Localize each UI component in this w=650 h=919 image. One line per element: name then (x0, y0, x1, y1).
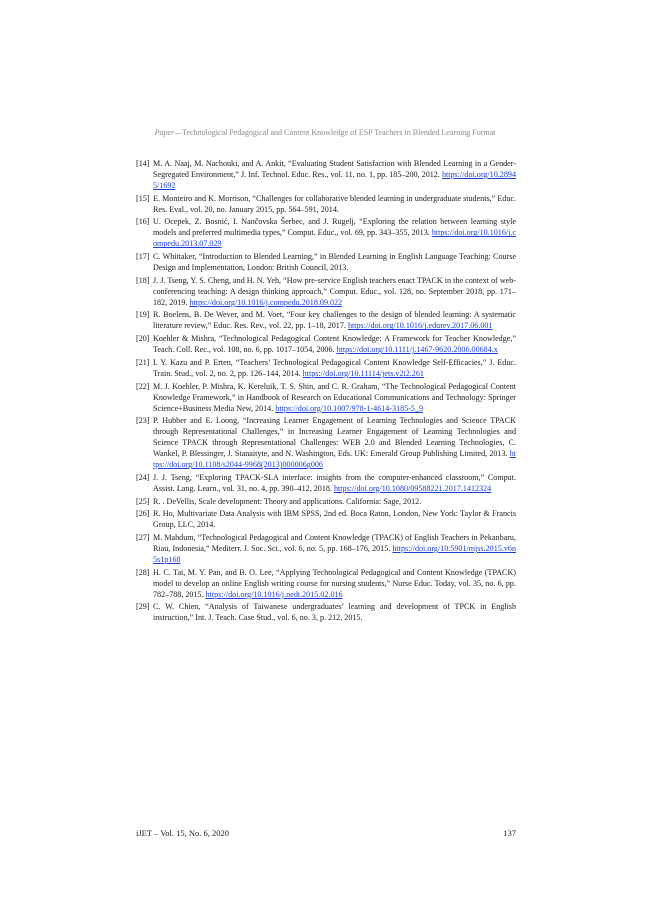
running-header: Paper—Technological Pedagogical and Cont… (0, 128, 650, 138)
reference-item: [28]H. C. Tai, M. Y. Pan, and B. O. Lee,… (136, 567, 516, 600)
reference-item: [27]M. Mahdum, “Technological Pedagogica… (136, 532, 516, 565)
reference-text: C. W. Chien, “Analysis of Taiwanese unde… (153, 602, 516, 623)
reference-doi-link[interactable]: https://doi.org/10.28945/1692 (153, 170, 516, 190)
reference-item: [19]R. Boelens, B. De Wever, and M. Voet… (136, 309, 516, 331)
header-journal: Paper (154, 128, 175, 137)
reference-doi-link[interactable]: https://doi.org/10.1016/j.compedu.2018.0… (189, 297, 343, 307)
reference-text: R. . DeVellis, Scale development: Theory… (153, 496, 422, 506)
reference-doi-link[interactable]: https://doi.org/10.1080/09588221.2017.14… (333, 483, 492, 493)
reference-text: R. Boelens, B. De Wever, and M. Voet, “F… (153, 310, 516, 331)
header-title: —Technological Pedagogical and Content K… (174, 128, 496, 137)
reference-item: [20]Koehler & Mishra, “Technological Ped… (136, 333, 516, 355)
reference-text: J. J. Tseng, “Exploring TPACK-SLA interf… (153, 472, 516, 493)
reference-item: [26]R. Ho, Multivariate Data Analysis wi… (136, 508, 516, 530)
reference-number: [28] (136, 567, 150, 577)
reference-text: H. C. Tai, M. Y. Pan, and B. O. Lee, “Ap… (153, 567, 516, 599)
reference-text: E. Monteiro and K. Morrison, “Challenges… (153, 193, 516, 214)
reference-number: [24] (136, 472, 150, 482)
reference-item: [17]C. Whittaker, “Introduction to Blend… (136, 251, 516, 273)
reference-text: M. A. Naaj, M. Nachouki, and A. Ankit, “… (153, 159, 516, 179)
reference-text: Koehler & Mishra, “Technological Pedagog… (153, 334, 516, 355)
reference-number: [21] (136, 357, 150, 367)
reference-doi-link[interactable]: https://doi.org/10.5901/mjss.2015.v6n5s1… (153, 543, 516, 564)
reference-doi-link[interactable]: https://doi.org/10.1007/978-1-4614-3185-… (275, 403, 424, 413)
reference-doi-link[interactable]: https://doi.org/10.1016/j.nedt.2015.02.0… (205, 589, 343, 599)
reference-item: [21]I. Y. Kazu and P. Erten, “Teachers’ … (136, 357, 516, 379)
reference-number: [26] (136, 509, 150, 519)
reference-item: [14]M. A. Naaj, M. Nachouki, and A. Anki… (136, 158, 516, 191)
reference-text: P. Hubber and E. Loong, “Increasing Lear… (153, 416, 516, 459)
reference-item: [23]P. Hubber and E. Loong, “Increasing … (136, 415, 516, 470)
reference-list: [14]M. A. Naaj, M. Nachouki, and A. Anki… (136, 158, 516, 625)
reference-number: [23] (136, 416, 150, 426)
reference-text: U. Ocepek, Z. Bosnić, I. Nančovska Šerbe… (153, 217, 516, 238)
reference-number: [18] (136, 275, 150, 285)
reference-text: J. J. Tseng, Y. S. Cheng, and H. N. Yeh,… (153, 275, 516, 307)
reference-number: [29] (136, 602, 150, 612)
reference-number: [17] (136, 252, 150, 262)
reference-item: [24]J. J. Tseng, “Exploring TPACK-SLA in… (136, 472, 516, 494)
reference-text: C. Whittaker, “Introduction to Blended L… (153, 252, 516, 273)
footer-journal: iJET ‒ Vol. 15, No. 6, 2020 (136, 828, 230, 838)
reference-number: [16] (136, 217, 150, 227)
reference-item: [29]C. W. Chien, “Analysis of Taiwanese … (136, 601, 516, 623)
reference-item: [18]J. J. Tseng, Y. S. Cheng, and H. N. … (136, 275, 516, 308)
reference-item: [16]U. Ocepek, Z. Bosnić, I. Nančovska Š… (136, 216, 516, 249)
reference-doi-link[interactable]: https://doi.org/10.1108/s2044-9968(2013)… (153, 449, 516, 470)
reference-doi-link[interactable]: https://doi.org/10.1111/j.1467-9620.2006… (336, 345, 498, 355)
reference-number: [19] (136, 310, 150, 320)
reference-doi-link[interactable]: https://doi.org/10.1016/j.edurev.2017.06… (347, 321, 493, 331)
reference-text: R. Ho, Multivariate Data Analysis with I… (153, 509, 516, 530)
reference-item: [15]E. Monteiro and K. Morrison, “Challe… (136, 193, 516, 215)
reference-item: [22]M. J. Koehler, P. Mishra, K. Kerelui… (136, 381, 516, 414)
reference-number: [15] (136, 193, 150, 203)
reference-doi-link[interactable]: https://doi.org/10.1016/j.compedu.2013.0… (153, 228, 516, 249)
reference-text: M. Mahdum, “Technological Pedagogical an… (153, 532, 516, 553)
reference-number: [25] (136, 496, 150, 506)
reference-number: [22] (136, 381, 150, 391)
reference-number: [27] (136, 532, 150, 542)
footer-page-number: 137 (503, 828, 516, 838)
reference-text: I. Y. Kazu and P. Erten, “Teachers’ Tech… (153, 357, 516, 378)
reference-number: [14] (136, 159, 150, 168)
reference-doi-link[interactable]: https://doi.org/10.11114/jets.v2i2.261 (302, 368, 424, 378)
reference-number: [20] (136, 334, 150, 344)
reference-item: [25]R. . DeVellis, Scale development: Th… (136, 496, 516, 507)
reference-text: M. J. Koehler, P. Mishra, K. Kereluik, T… (153, 381, 516, 413)
